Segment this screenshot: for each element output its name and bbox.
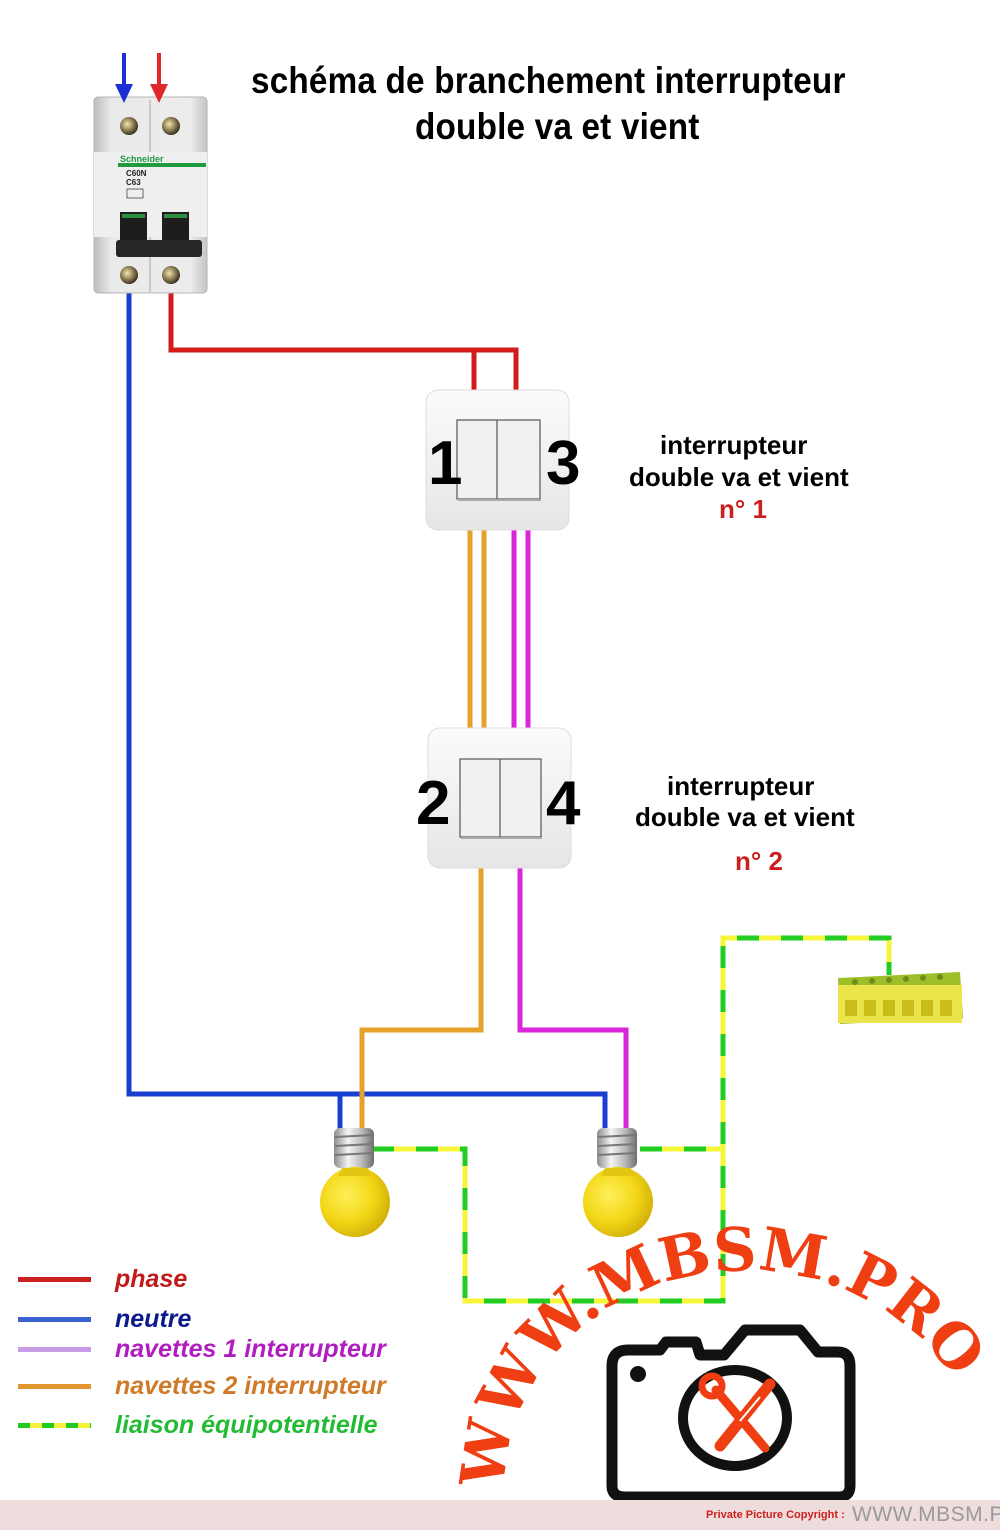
phase-input-arrow bbox=[150, 53, 168, 103]
neutral-input-arrow bbox=[115, 53, 133, 103]
switch-2-label-line1: interrupteur bbox=[667, 771, 815, 801]
switch-1-label-line1: interrupteur bbox=[660, 430, 808, 460]
switch-1-right-number: 3 bbox=[546, 429, 581, 498]
legend-swatch-navettes-2 bbox=[18, 1384, 91, 1389]
legend-label: navettes 2 interrupteur bbox=[115, 1372, 386, 1400]
switch-2-right-number: 4 bbox=[546, 769, 581, 838]
switch-1-number-label: n° 1 bbox=[719, 494, 767, 524]
watermark-logo: WWW.MBSM.PRO bbox=[448, 1215, 999, 1503]
legend-item-navettes-2: navettes 2 interrupteur bbox=[18, 1371, 448, 1401]
legend-label: navettes 1 interrupteur bbox=[115, 1335, 386, 1363]
switch-1-left-number: 1 bbox=[428, 429, 463, 498]
legend-swatch-neutre bbox=[18, 1317, 91, 1322]
switch-2[interactable] bbox=[427, 727, 572, 869]
switch-2-left-number: 2 bbox=[416, 769, 451, 838]
earth-terminal-block bbox=[838, 972, 963, 1024]
switch-2-number-label: n° 2 bbox=[735, 846, 783, 876]
legend-item-equipotentielle: liaison équipotentielle bbox=[18, 1410, 448, 1440]
title-line-1: schéma de branchement interrupteur bbox=[251, 60, 846, 101]
phase-wire bbox=[168, 292, 519, 392]
legend-swatch-phase bbox=[18, 1277, 91, 1282]
equipotential-wire bbox=[372, 935, 892, 1304]
lamp2-return-wire bbox=[517, 868, 629, 1130]
legend-label: phase bbox=[115, 1265, 188, 1293]
breaker-model: C60N bbox=[126, 169, 147, 178]
legend-item-neutre: neutre bbox=[18, 1304, 448, 1334]
legend-label: liaison équipotentielle bbox=[115, 1411, 378, 1439]
copyright-label: Private Picture Copyright : bbox=[706, 1509, 845, 1521]
lamp-2 bbox=[583, 1128, 653, 1237]
breaker-brand: Schneider bbox=[120, 154, 164, 164]
lamp-1 bbox=[320, 1128, 390, 1237]
legend-item-phase: phase bbox=[18, 1264, 448, 1294]
legend-label: neutre bbox=[115, 1305, 192, 1333]
copyright-site-link[interactable]: WWW.MBSM.PRO bbox=[852, 1503, 1000, 1526]
switch-1-label-line2: double va et vient bbox=[629, 462, 849, 492]
wrench-screwdriver-icon bbox=[698, 1372, 776, 1453]
legend-item-navettes-1: navettes 1 interrupteur bbox=[18, 1334, 448, 1364]
circuit-breaker: Schneider C60N C63 bbox=[93, 53, 208, 294]
legend-swatch-equipotentielle bbox=[18, 1423, 91, 1428]
switch-1[interactable] bbox=[425, 389, 570, 531]
breaker-handle[interactable] bbox=[116, 240, 202, 257]
copyright-footer: Private Picture Copyright : WWW.MBSM.PRO bbox=[0, 1500, 1000, 1530]
breaker-rating: C63 bbox=[126, 178, 141, 187]
lamp1-return-wire bbox=[359, 868, 484, 1135]
legend-swatch-navettes-1 bbox=[18, 1347, 91, 1352]
neutral-wire bbox=[126, 292, 608, 1130]
switch-2-label-line2: double va et vient bbox=[635, 802, 855, 832]
title-line-2: double va et vient bbox=[415, 106, 700, 147]
wires bbox=[126, 292, 892, 1304]
